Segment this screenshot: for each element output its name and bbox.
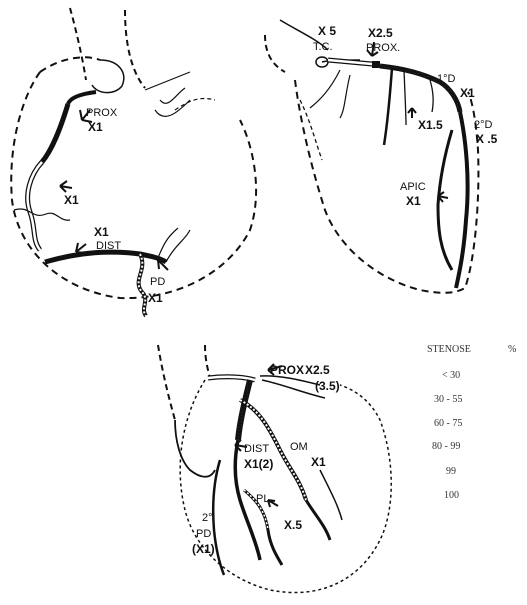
label-1d-mult: X1 bbox=[460, 86, 475, 100]
label-pl-mult: X.5 bbox=[284, 518, 302, 532]
label-tc-mult: X 5 bbox=[318, 24, 336, 38]
label-pd-mult: (X1) bbox=[192, 542, 215, 556]
diagram-rca-labels: PROX X1 X1 X1 DIST PD X1 bbox=[64, 107, 165, 305]
label-x15: X1.5 bbox=[418, 118, 443, 132]
arrow-lcx-pl bbox=[268, 500, 278, 507]
legend-row: 80 - 99 bbox=[432, 441, 460, 452]
label-lad-prox-mult: X2.5 bbox=[368, 26, 393, 40]
label-lcx-dist: DIST bbox=[244, 443, 269, 455]
legend-symbol: % bbox=[508, 344, 516, 355]
label-pd-mult: X1 bbox=[148, 291, 163, 305]
legend-row: 30 - 55 bbox=[434, 394, 462, 405]
label-prox: PROX bbox=[86, 107, 118, 119]
arrow-lad-x15 bbox=[408, 108, 416, 118]
label-lcx-prox: PROX bbox=[270, 363, 304, 377]
legend-row: 99 bbox=[446, 466, 456, 477]
label-1d: 1°D bbox=[437, 73, 456, 85]
label-dist: DIST bbox=[96, 240, 121, 252]
legend-row: 100 bbox=[444, 490, 459, 501]
label-tc: T.C. bbox=[313, 41, 333, 53]
label-lcx-prox-paren: (3.5) bbox=[315, 379, 340, 393]
label-lcx-dist-mult: X1(2) bbox=[244, 457, 273, 471]
label-pd: PD bbox=[150, 276, 165, 288]
label-om: OM bbox=[290, 441, 308, 453]
label-dist-mult: X1 bbox=[94, 225, 109, 239]
label-pd-num: 2° bbox=[202, 512, 213, 524]
label-mid-mult: X1 bbox=[64, 193, 79, 207]
label-2d: 2°D bbox=[474, 119, 493, 131]
label-pl: PL bbox=[256, 493, 269, 505]
label-apic: APIC bbox=[400, 181, 426, 193]
diagram-lad bbox=[265, 20, 478, 293]
label-2d-mult: X .5 bbox=[476, 132, 498, 146]
legend-row: < 30 bbox=[442, 370, 460, 381]
heart-outline bbox=[11, 72, 256, 298]
label-om-mult: X1 bbox=[311, 455, 326, 469]
label-lad-prox: PROX. bbox=[366, 42, 400, 54]
label-pd: PD bbox=[196, 528, 211, 540]
label-lcx-prox-mult: X2.5 bbox=[305, 363, 330, 377]
arrow-mid bbox=[60, 181, 72, 192]
arrow-pd bbox=[158, 260, 168, 270]
diagram-rca bbox=[11, 8, 256, 316]
label-apic-mult: X1 bbox=[406, 194, 421, 208]
legend-row: 60 - 75 bbox=[434, 418, 462, 429]
label-prox-mult: X1 bbox=[88, 120, 103, 134]
legend: STENOSE % < 30 30 - 55 60 - 75 80 - 99 9… bbox=[427, 344, 516, 501]
legend-title: STENOSE bbox=[427, 344, 471, 355]
